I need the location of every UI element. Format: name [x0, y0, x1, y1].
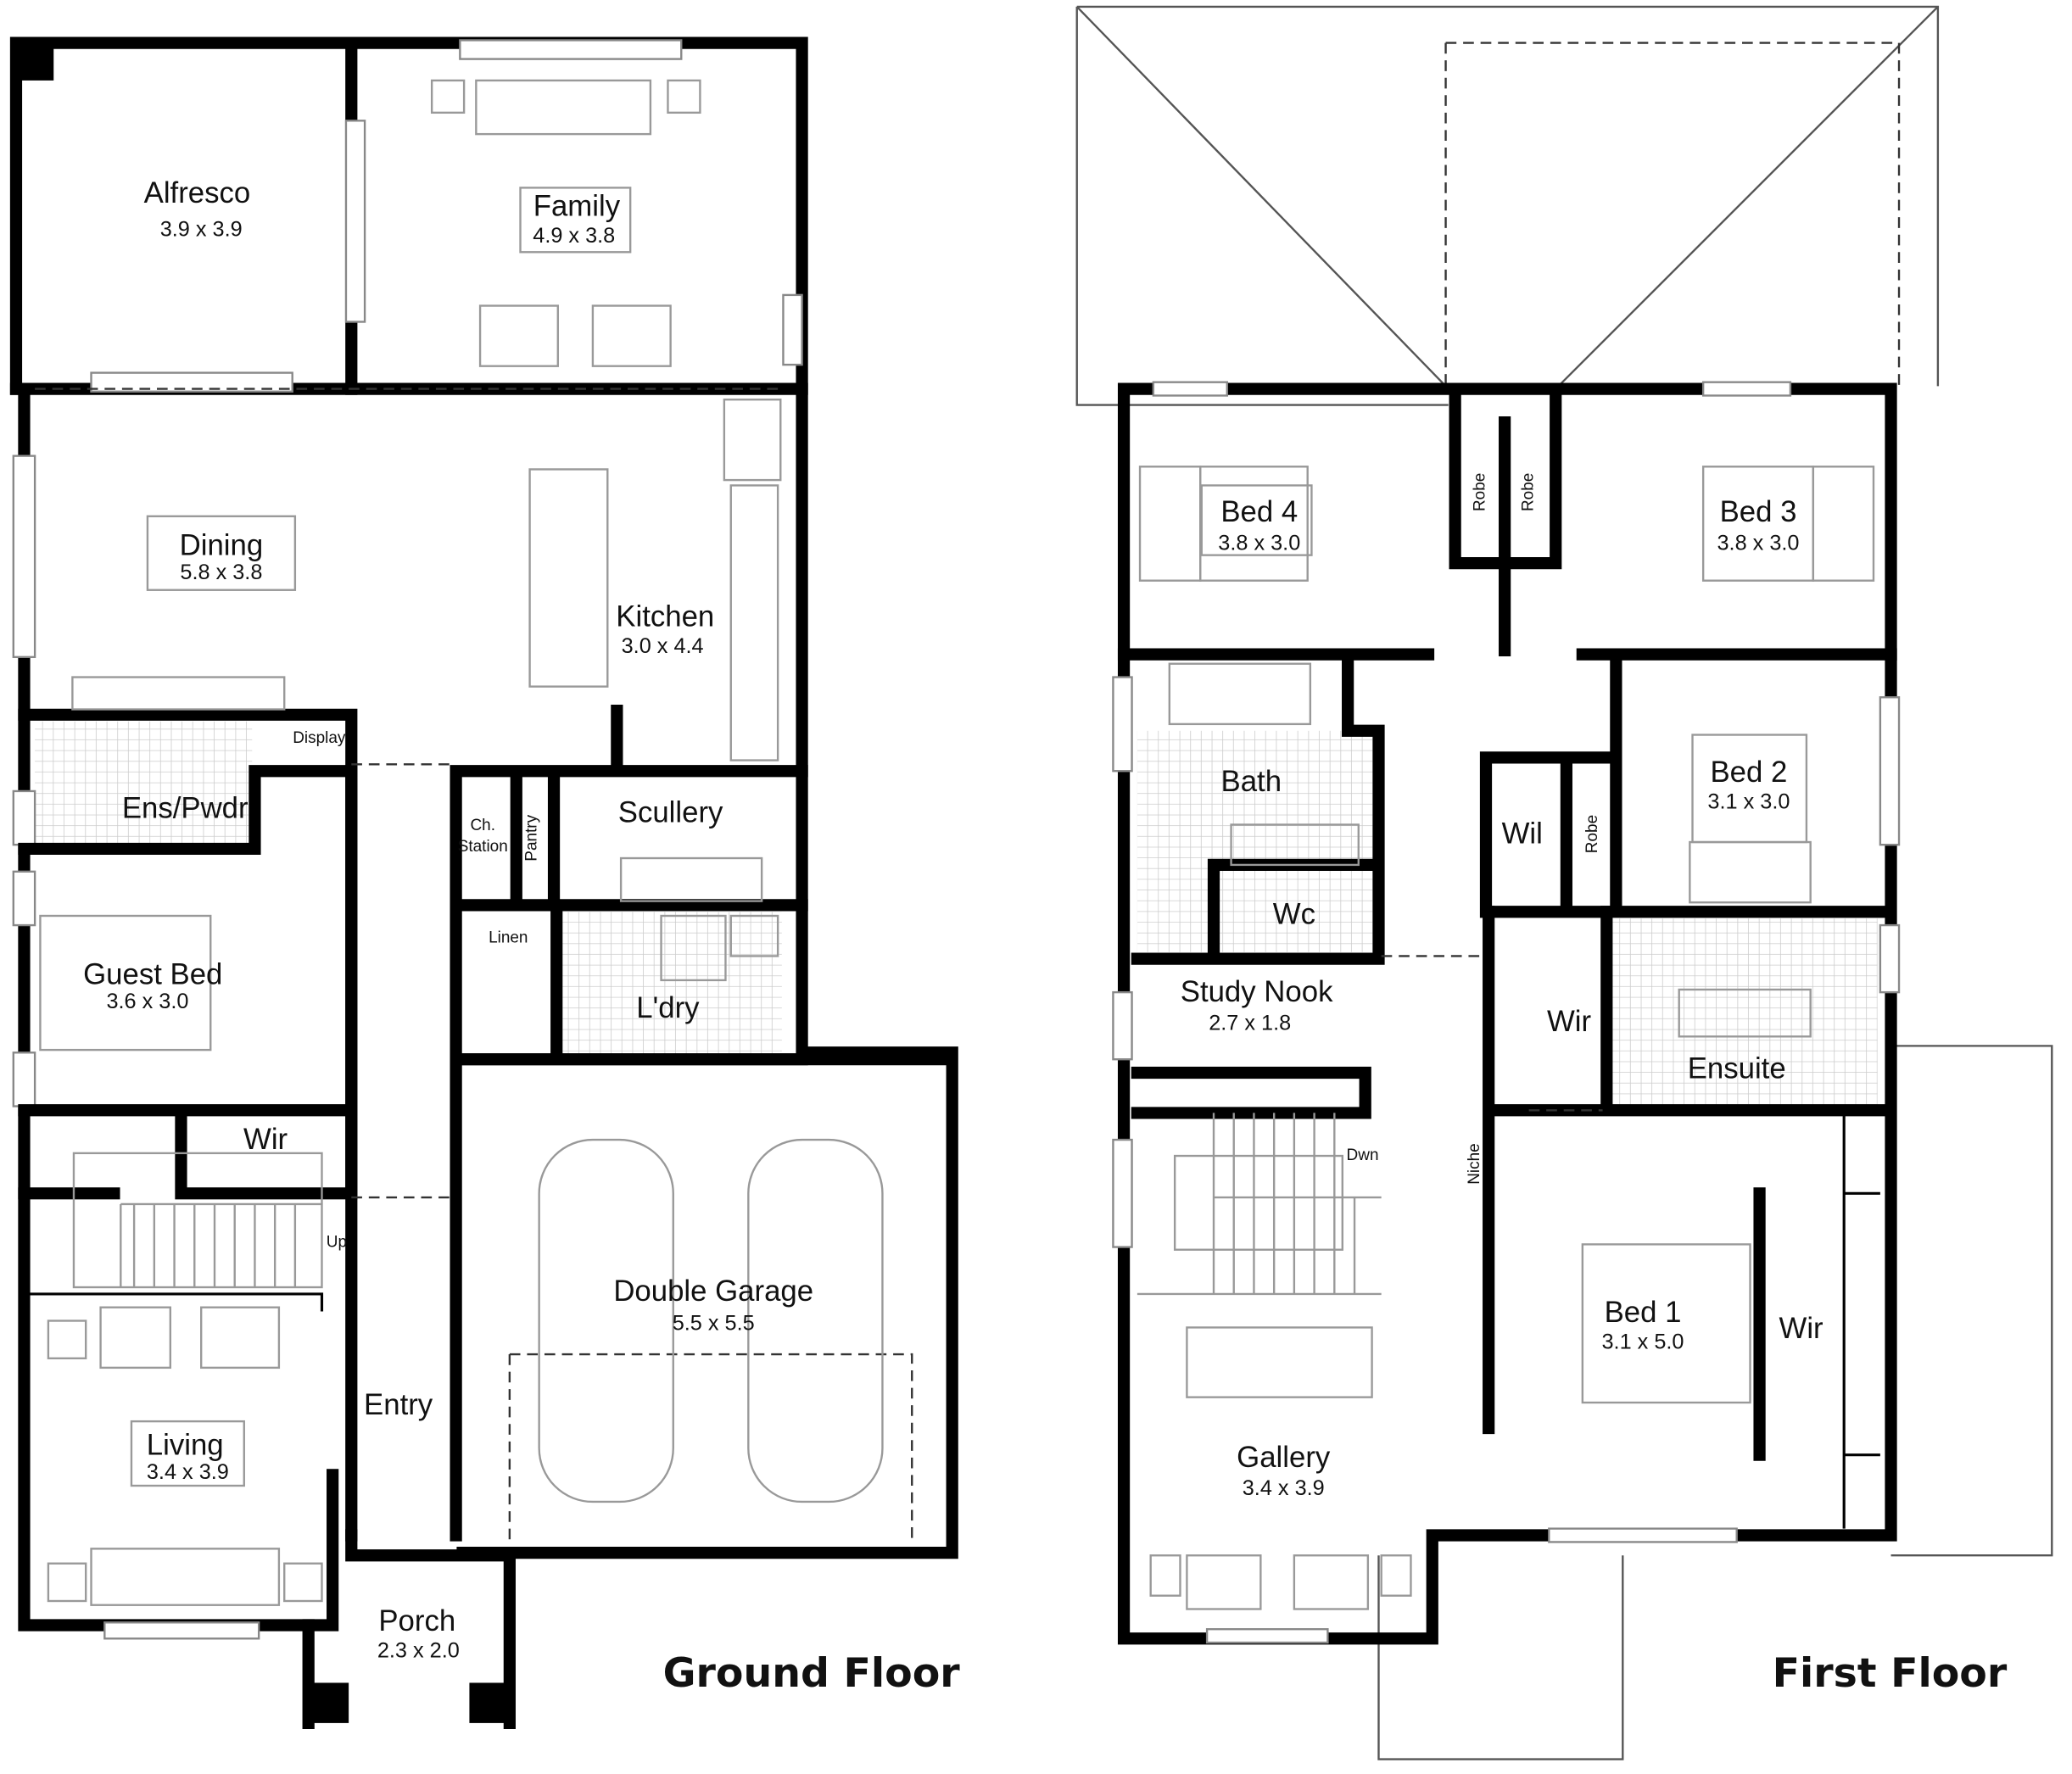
room-name: Bed 4	[1220, 496, 1298, 528]
room-label: Ens/Pwdr	[122, 793, 249, 825]
room-label: Display	[293, 729, 346, 747]
room-name: Living	[147, 1430, 224, 1462]
room-size: 2.3 x 2.0	[377, 1638, 460, 1662]
room-name: Family	[533, 191, 621, 223]
room-label: Wir	[243, 1124, 288, 1156]
room-size: 3.6 x 3.0	[106, 990, 188, 1013]
room-size: 5.5 x 5.5	[673, 1312, 755, 1336]
room-size: 3.0 x 4.4	[622, 634, 704, 658]
room-name: Gallery	[1237, 1442, 1331, 1474]
room-name: Study Nook	[1181, 976, 1333, 1008]
room-name: Porch	[378, 1605, 455, 1637]
room-label: Robe	[1471, 473, 1488, 511]
room-size: 3.4 x 3.9	[147, 1460, 229, 1484]
room-name: Alfresco	[144, 177, 251, 209]
room-name: Bed 2	[1710, 756, 1787, 789]
room-label: Wir	[1779, 1313, 1823, 1345]
room-name: Dining	[180, 530, 264, 562]
room-label: Station	[458, 838, 508, 856]
room-name: Double Garage	[613, 1275, 813, 1308]
room-size: 3.1 x 5.0	[1602, 1330, 1684, 1354]
room-label: Niche	[1466, 1143, 1483, 1185]
floor-title: First Floor	[1773, 1650, 2008, 1697]
room-name: Bed 1	[1605, 1297, 1682, 1329]
room-label: Entry	[364, 1389, 433, 1421]
ground-floor-plan: Alfresco 3.9 x 3.9 Family 4.9 x 3.8 Dini…	[9, 36, 961, 1730]
first-floor-plan: Bed 4 3.8 x 3.0 Bed 3 3.8 x 3.0 Bed 2 3.…	[1075, 5, 2053, 1760]
room-label: L'dry	[636, 992, 700, 1024]
room-label: Wir	[1547, 1006, 1591, 1038]
room-label: Bath	[1221, 766, 1282, 798]
room-label: Robe	[1583, 815, 1601, 853]
floor-title: Ground Floor	[663, 1650, 961, 1697]
room-label: Pantry	[522, 814, 540, 861]
room-size: 3.4 x 3.9	[1243, 1476, 1325, 1500]
room-label: Wil	[1502, 818, 1543, 851]
room-size: 3.9 x 3.9	[160, 217, 243, 241]
room-size: 4.9 x 3.8	[533, 224, 615, 248]
room-label: Robe	[1519, 473, 1537, 511]
stair-label: Dwn	[1347, 1146, 1379, 1164]
room-name: Kitchen	[616, 600, 714, 633]
room-size: 2.7 x 1.8	[1209, 1011, 1291, 1035]
room-size: 3.8 x 3.0	[1717, 531, 1800, 555]
room-size: 3.1 x 3.0	[1707, 789, 1790, 813]
stair-label: Up	[327, 1234, 347, 1252]
room-label: Linen	[489, 929, 528, 947]
room-name: Bed 3	[1720, 496, 1797, 528]
room-label: Ensuite	[1688, 1052, 1786, 1085]
room-label: Ch.	[470, 817, 495, 834]
room-size: 5.8 x 3.8	[180, 561, 262, 584]
room-name: Guest Bed	[83, 959, 222, 991]
room-label: Wc	[1273, 898, 1315, 930]
room-size: 3.8 x 3.0	[1218, 531, 1300, 555]
room-label: Scullery	[618, 796, 723, 828]
